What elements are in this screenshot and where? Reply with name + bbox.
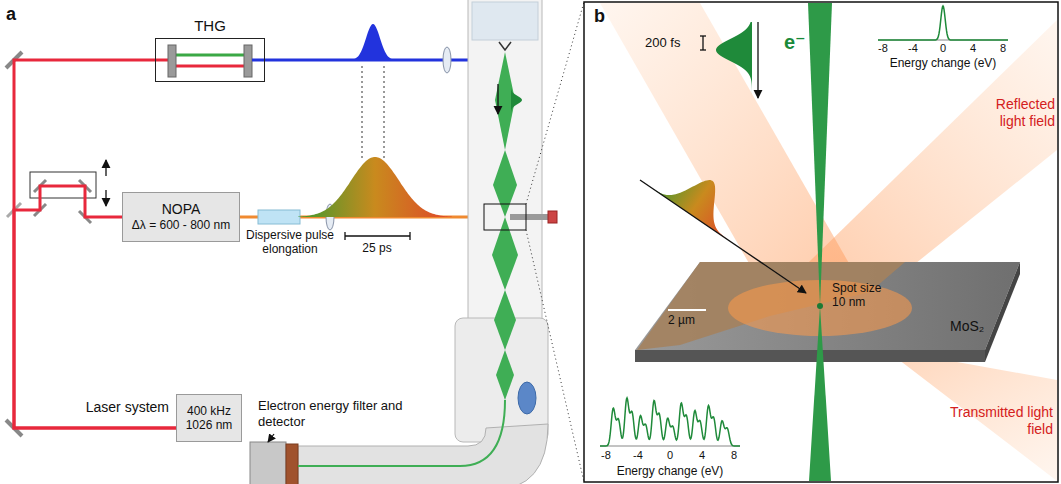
axis-tick: 4 <box>970 42 976 55</box>
scale-bar <box>702 36 703 50</box>
scale-bar <box>409 232 410 240</box>
direction-arrow <box>497 84 498 114</box>
electron-pulse <box>511 88 522 114</box>
sample-slab <box>635 262 1020 350</box>
thg-box: THG <box>155 38 265 82</box>
column-housing <box>468 0 542 330</box>
dimension-label: 2 µm <box>668 313 695 327</box>
guide-line <box>362 66 363 160</box>
dimension-label: 200 fs <box>645 35 680 51</box>
scale-bar <box>700 49 706 50</box>
component-label: Electron energy filter and detector <box>258 398 406 429</box>
electron-beam <box>493 150 517 217</box>
red-beam <box>156 59 168 62</box>
particle-label: e⁻ <box>784 30 806 54</box>
electron-beam <box>808 3 832 306</box>
spectrum-axis <box>600 446 740 447</box>
axis-tick: 0 <box>667 449 673 462</box>
delay-arrow <box>105 160 106 176</box>
axis-tick: 0 <box>940 42 946 55</box>
zoom-line <box>526 230 584 482</box>
energy-filter <box>518 382 536 414</box>
stretched-pulse <box>298 157 452 217</box>
red-beam <box>176 65 244 68</box>
electron-gun <box>472 2 538 40</box>
material-label: MoS₂ <box>950 318 984 335</box>
axis-tick: -4 <box>908 42 918 55</box>
dimension-label: 25 ps <box>362 241 391 255</box>
uv-pulse <box>340 24 404 60</box>
sample-slab-side <box>985 262 1020 362</box>
photocathode <box>499 42 511 50</box>
electron-beam <box>496 350 514 400</box>
electron-beam <box>492 217 518 290</box>
crystal <box>244 45 252 77</box>
scale-bar <box>344 232 345 240</box>
spectrometer-pipe <box>298 424 548 484</box>
panel-letter: a <box>6 4 16 26</box>
box-text: NOPA <box>162 201 201 218</box>
green-beam <box>176 54 244 57</box>
dispersive-crystal <box>258 210 300 224</box>
sample-rod-end <box>548 211 557 223</box>
light-arrow <box>640 180 806 293</box>
detector-flange <box>286 444 298 484</box>
axis-tick: -8 <box>601 449 611 462</box>
lens <box>443 47 451 73</box>
axis-tick: 8 <box>731 449 737 462</box>
axis-tick: 4 <box>699 449 705 462</box>
box-heading: Laser system <box>86 399 169 415</box>
field-label: Reflected light field <box>983 96 1055 130</box>
electron-spot <box>817 303 823 309</box>
spot-label: Spot size 10 nm <box>832 281 898 310</box>
spectrum-curve <box>878 6 1008 40</box>
axis-title: Energy change (eV) <box>617 464 724 478</box>
scale-bar <box>668 309 706 311</box>
laser-box: Laser system400 kHz 1026 nm <box>176 394 242 442</box>
electron-beam <box>809 306 831 481</box>
axis-tick: 8 <box>1000 42 1006 55</box>
spectrum-curve <box>600 398 740 446</box>
field-label: Transmitted light field <box>935 404 1053 438</box>
pointer <box>268 434 274 442</box>
laser-beam <box>14 60 176 428</box>
zoom-line <box>526 2 584 204</box>
panel-frame <box>584 2 1058 482</box>
box-text: 400 kHz 1026 nm <box>183 404 235 433</box>
direction-arrow <box>757 22 758 98</box>
zoom-box <box>484 204 526 230</box>
box-heading: THG <box>194 17 226 34</box>
axis-title: Energy change (eV) <box>890 56 997 70</box>
scale-bar <box>700 35 706 36</box>
electron-pulse <box>716 22 752 98</box>
nopa-box: NOPAΔλ = 600 - 800 nm <box>122 192 240 242</box>
electron-beam <box>494 290 516 350</box>
light-pulse <box>653 156 750 239</box>
delay-arrow <box>105 190 106 206</box>
crystal <box>168 45 176 77</box>
scale-bar <box>345 235 410 236</box>
axis-tick: -8 <box>878 42 888 55</box>
sample-slab-side <box>635 350 985 362</box>
axis-tick: -4 <box>633 449 643 462</box>
component-label: Dispersive pulse elongation <box>236 228 344 257</box>
sample-rod <box>510 214 548 220</box>
panel-letter: b <box>594 6 605 28</box>
guide-line <box>384 66 385 160</box>
box-text: Δλ = 600 - 800 nm <box>132 218 230 232</box>
detector <box>250 442 286 484</box>
